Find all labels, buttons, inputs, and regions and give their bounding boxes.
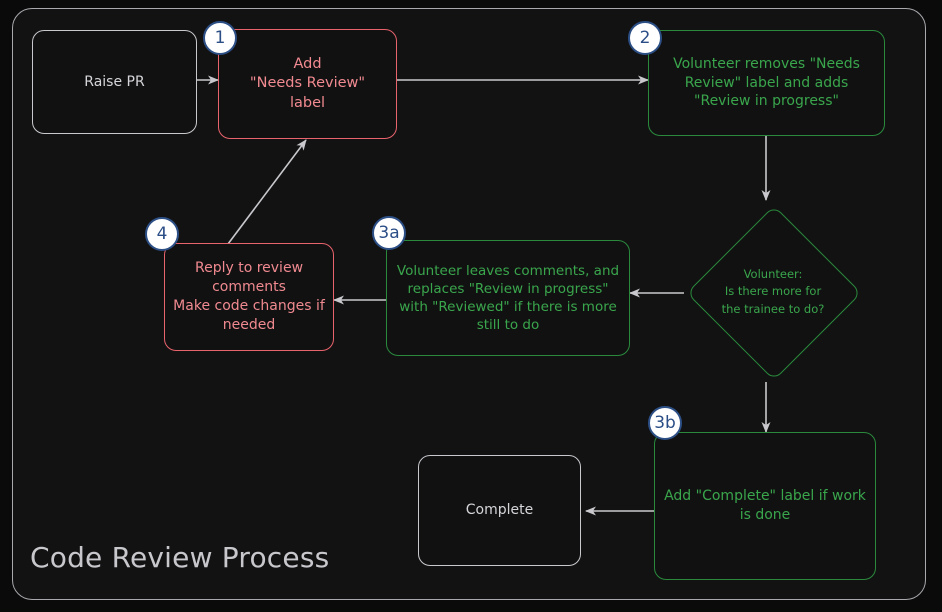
badge-4: 4 — [145, 217, 179, 251]
node-volunteer-relabel-text: Volunteer removes "Needs Review" label a… — [673, 55, 860, 110]
node-leaves-comments[interactable]: Volunteer leaves comments, and replaces … — [386, 240, 630, 356]
node-complete[interactable]: Complete — [418, 455, 581, 566]
node-complete-text: Complete — [465, 502, 534, 519]
badge-2: 2 — [628, 21, 662, 55]
badge-1: 1 — [203, 21, 237, 55]
diagram-title: Code Review Process — [30, 541, 330, 574]
node-complete-label-text: Add "Complete" label if work is done — [664, 488, 866, 523]
node-raise-pr-label: Raise PR — [84, 73, 145, 90]
node-complete-label[interactable]: Add "Complete" label if work is done — [654, 432, 876, 580]
node-add-label[interactable]: Add"Needs Review"label — [218, 29, 397, 139]
badge-3b: 3b — [648, 406, 682, 440]
node-raise-pr[interactable]: Raise PR — [32, 30, 197, 134]
node-add-label-text: Add"Needs Review"label — [249, 55, 366, 111]
node-volunteer-relabel[interactable]: Volunteer removes "Needs Review" label a… — [648, 30, 885, 136]
node-leaves-comments-text: Volunteer leaves comments, and replaces … — [396, 262, 620, 334]
badge-3a: 3a — [372, 216, 406, 250]
